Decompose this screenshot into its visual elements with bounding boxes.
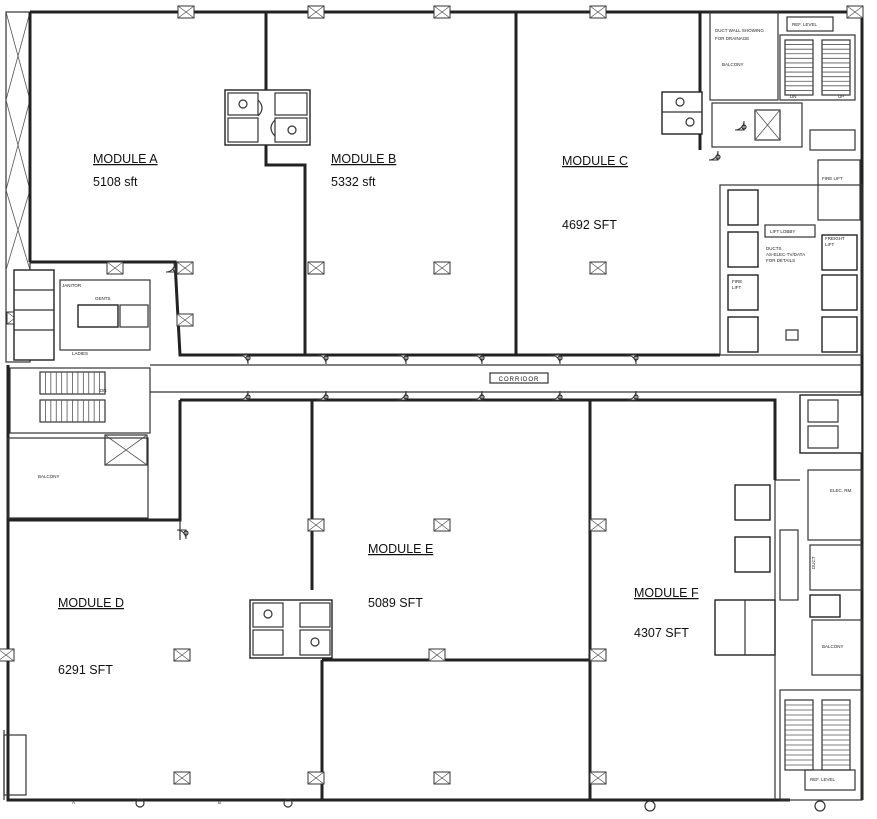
- svg-text:BALCONY: BALCONY: [722, 62, 744, 67]
- module-c-label: MODULE C: [562, 154, 628, 168]
- column-marker: [307, 261, 325, 275]
- grid-markers: A B: [72, 798, 826, 812]
- stair-up-label: UP: [838, 94, 844, 99]
- column-marker: [177, 5, 195, 19]
- door-swing: [626, 390, 639, 401]
- door-swing: [626, 354, 639, 365]
- duct-label: DUCT: [811, 556, 816, 569]
- column-marker: [433, 771, 451, 785]
- stair-top: [784, 39, 851, 96]
- module-labels: MODULE A 5108 sft MODULE B 5332 sft MODU…: [58, 152, 699, 677]
- column-marker: [433, 261, 451, 275]
- column-marker: [846, 5, 864, 19]
- column-marker: [433, 518, 451, 532]
- svg-text:B: B: [218, 800, 221, 805]
- svg-text:FREIGHT: FREIGHT: [825, 236, 845, 241]
- column-marker: [589, 5, 607, 19]
- door-swing: [316, 390, 329, 401]
- lift-core: LIFT LOBBY DUCTS AS-ELEC-TV/DATA FOR DET…: [719, 159, 863, 356]
- door-swing: [238, 354, 251, 365]
- stair-left: [39, 371, 106, 423]
- column-marker: [173, 648, 191, 662]
- svg-text:FIRE: FIRE: [732, 279, 742, 284]
- column-marker: [176, 261, 194, 275]
- svg-text:REF. LEVEL: REF. LEVEL: [810, 777, 836, 782]
- module-b-label: MODULE B: [331, 152, 396, 166]
- module-b-area: 5332 sft: [331, 175, 376, 189]
- toilet-block-bottom: [249, 599, 333, 659]
- corridor-label: CORRIDOR: [499, 377, 540, 383]
- door-swing: [316, 354, 329, 365]
- column-marker: [106, 261, 124, 275]
- column-marker: [307, 518, 325, 532]
- door-swing: [238, 390, 251, 401]
- column-marker: [589, 648, 607, 662]
- svg-text:AS-ELEC-TV/DATA: AS-ELEC-TV/DATA: [766, 252, 805, 257]
- module-c-area: 4692 SFT: [562, 218, 617, 232]
- svg-text:A: A: [72, 800, 75, 805]
- bottom-row-walls: [8, 398, 777, 800]
- module-a-label: MODULE A: [93, 152, 158, 166]
- stair-bottom: [784, 699, 851, 771]
- right-balcony-label: BALCONY: [822, 644, 844, 649]
- door-swings: [165, 120, 747, 540]
- column-marker: [589, 261, 607, 275]
- door-swing: [550, 354, 563, 365]
- door-swing: [472, 390, 485, 401]
- door-swing: [550, 390, 563, 401]
- column-marker: [173, 771, 191, 785]
- column-marker: [307, 771, 325, 785]
- module-e-label: MODULE E: [368, 542, 433, 556]
- stair-dn-label: DN: [790, 94, 797, 99]
- module-d-label: MODULE D: [58, 596, 124, 610]
- door-swing: [734, 120, 747, 131]
- module-f-area: 4307 SFT: [634, 626, 689, 640]
- outer-walls: [3, 10, 864, 802]
- ladies-label: LADIES: [72, 351, 88, 356]
- elec-room-label: ELEC. RM.: [830, 488, 853, 493]
- right-service-core: ELEC. RM. DUCT BALCONY REF. LEVEL: [714, 394, 863, 801]
- svg-text:FOR DETAILS: FOR DETAILS: [766, 258, 795, 263]
- door-swing: [708, 150, 721, 161]
- gents-label: GENTS: [95, 296, 111, 301]
- module-e-area: 5089 SFT: [368, 596, 423, 610]
- column-marker: [428, 648, 446, 662]
- column-marker: [589, 518, 607, 532]
- left-stair-dn-label: DN: [100, 388, 107, 393]
- door-swing: [396, 390, 409, 401]
- column-marker: [433, 5, 451, 19]
- corridor: CORRIDOR: [150, 364, 862, 393]
- door-swing: [176, 529, 189, 540]
- column-marker: [176, 313, 194, 327]
- door-swing: [165, 262, 178, 273]
- svg-text:LIFT: LIFT: [732, 285, 742, 290]
- module-d-area: 6291 SFT: [58, 663, 113, 677]
- column-marker: [589, 771, 607, 785]
- structural-columns: [0, 5, 864, 785]
- door-swing: [396, 354, 409, 365]
- toilet-block-c: [661, 91, 703, 135]
- stair-core-top-right: DUCT WALL SHOWING FOR DRAINAGE BALCONY R…: [709, 11, 856, 151]
- left-balcony-label: BALCONY: [38, 474, 60, 479]
- column-marker: [307, 5, 325, 19]
- lift-lobby-label: LIFT LOBBY: [770, 229, 795, 234]
- svg-text:FOR DRAINAGE: FOR DRAINAGE: [715, 36, 749, 41]
- svg-text:DUCTS: DUCTS: [766, 246, 782, 251]
- svg-text:LIFT: LIFT: [825, 242, 835, 247]
- svg-text:DUCT WALL SHOWING: DUCT WALL SHOWING: [715, 28, 764, 33]
- column-marker: [0, 648, 15, 662]
- module-a-area: 5108 sft: [93, 175, 138, 189]
- svg-text:REF. LEVEL: REF. LEVEL: [792, 22, 818, 27]
- janitor-label: JANITOR: [62, 283, 82, 288]
- svg-text:FIRE LIFT: FIRE LIFT: [822, 176, 843, 181]
- left-service-core: JANITOR GENTS LADIES DN BALCONY: [7, 269, 151, 519]
- door-swing: [472, 354, 485, 365]
- toilet-block-top: [224, 89, 311, 146]
- top-row-walls: [30, 12, 720, 357]
- module-f-label: MODULE F: [634, 586, 699, 600]
